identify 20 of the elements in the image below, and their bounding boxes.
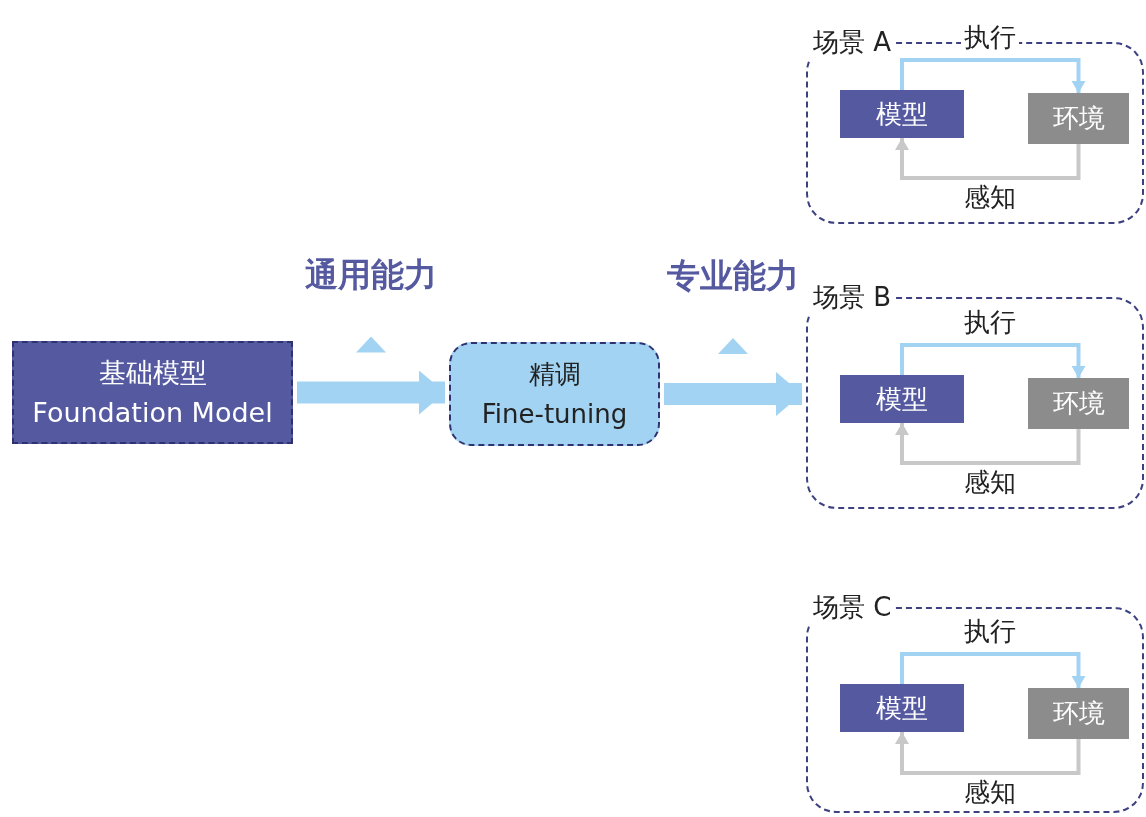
model-box: 模型	[840, 375, 964, 423]
loop-arrow	[895, 732, 1081, 775]
loop-arrow	[900, 343, 1086, 378]
foundation-model-box	[12, 341, 293, 444]
loop-arrow	[900, 652, 1086, 688]
box-subtitle: Foundation Model	[32, 395, 273, 430]
block-arrow	[297, 370, 445, 415]
environment-box: 环境	[1028, 378, 1129, 429]
loop-arrow	[895, 138, 1081, 180]
fine-tuning-box	[449, 342, 660, 446]
box-subtitle: Fine-tuning	[481, 398, 628, 431]
box-title: 基础模型	[98, 355, 207, 390]
block-arrow	[664, 372, 802, 416]
environment-box: 环境	[1028, 688, 1129, 739]
model-box: 模型	[840, 90, 964, 138]
environment-box: 环境	[1028, 93, 1129, 144]
loop-arrow	[895, 423, 1081, 465]
model-box: 模型	[840, 684, 964, 732]
box-title: 精调	[528, 358, 581, 391]
loop-arrow	[900, 58, 1086, 93]
